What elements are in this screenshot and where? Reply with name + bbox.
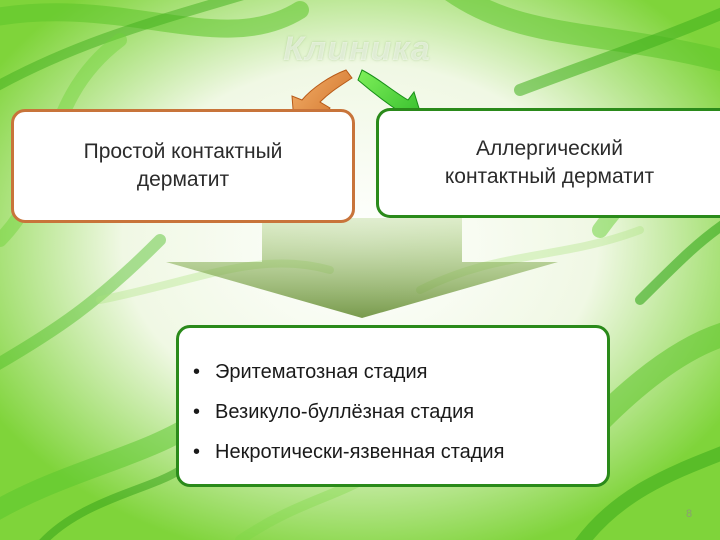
bullet-icon: • (193, 361, 201, 383)
slide-title: Клиника (283, 30, 431, 68)
allergic-contact-dermatitis-box: Аллергический контактный дерматит (376, 108, 720, 218)
stage-label: Эритематозная стадия (215, 361, 428, 383)
simple-contact-dermatitis-box: Простой контактный дерматит (11, 109, 355, 223)
bullet-icon: • (193, 441, 201, 463)
down-arrow-icon (166, 218, 558, 318)
right-box-line2: контактный дерматит (444, 165, 655, 188)
list-item: • Эритематозная стадия (193, 352, 607, 392)
stages-list: • Эритематозная стадия • Везикуло-буллёзна… (179, 328, 607, 472)
bullet-icon: • (193, 401, 201, 423)
list-item: • Некротически-язвенная стадия (193, 432, 607, 472)
list-item: • Везикуло-буллёзная стадия (193, 392, 607, 432)
stages-box: • Эритематозная стадия • Везикуло-буллёзна… (176, 325, 610, 487)
stage-label: Везикуло-буллёзная стадия (215, 401, 475, 423)
right-box-line1: Аллергический (475, 137, 623, 160)
slide-number: 8 (686, 508, 693, 520)
stage-label: Некротически-язвенная стадия (215, 441, 505, 463)
left-box-line2: дерматит (136, 168, 230, 191)
left-box-line1: Простой контактный (83, 140, 283, 163)
